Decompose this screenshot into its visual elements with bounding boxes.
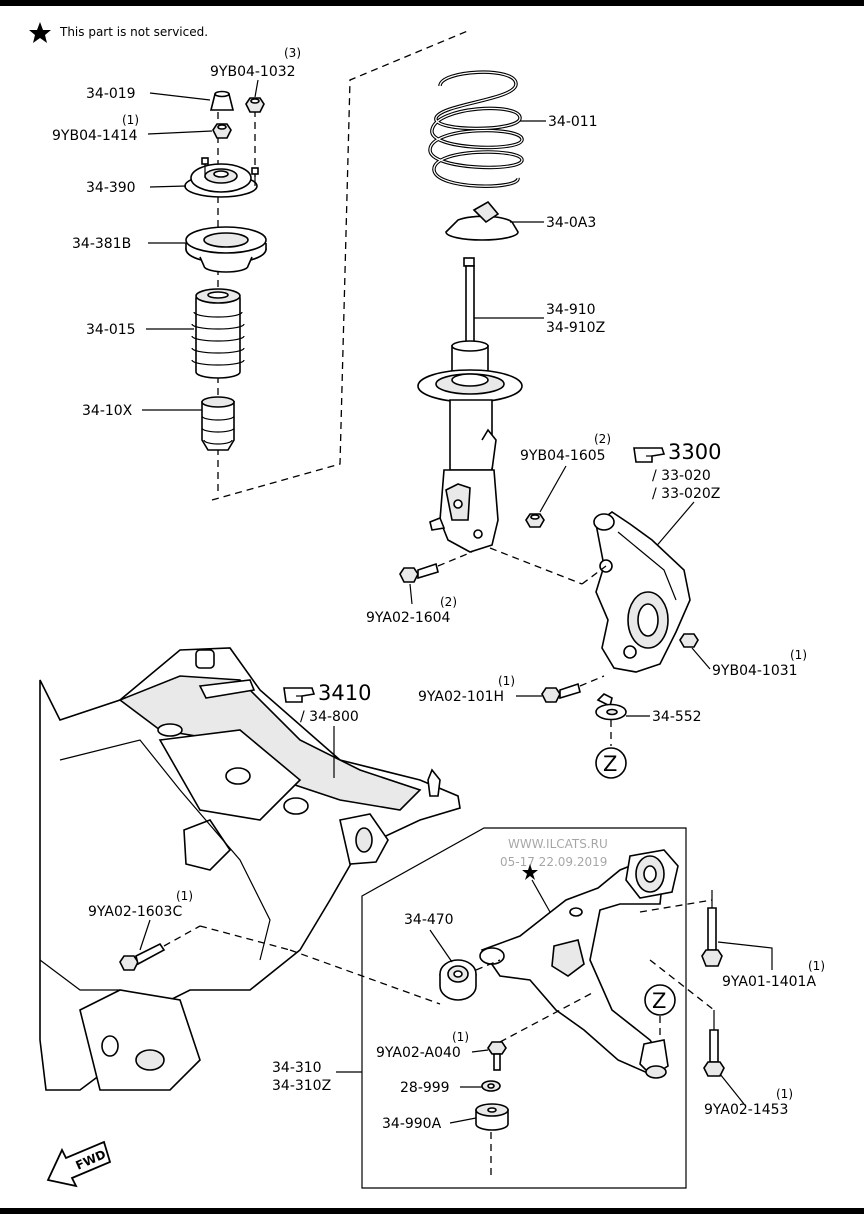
ref-3300: 3300 [668,440,721,464]
label-34-011: 34-011 [548,114,598,130]
not-serviced-star-icon-2 [522,864,538,880]
bolt-9ya02-1604 [399,562,439,583]
watermark-site: WWW.ILCATS.RU [508,837,608,851]
see-group-hand-icon-2 [283,687,316,703]
label-9yb04-1031: 9YB04-1031 [712,663,798,679]
svg-text:Z: Z [652,989,666,1013]
label-9yb04-1605: 9YB04-1605 [520,448,606,464]
qty-9yb04-1032: (3) [284,46,301,60]
label-9yb04-1414: 9YB04-1414 [52,128,138,144]
front-crossmember-34-800 [39,647,461,1091]
label-34-0a3: 34-0A3 [546,215,596,231]
z-callout-upper: Z [595,747,627,779]
label-34-381b: 34-381B [72,236,131,252]
qty-9yb04-1414: (1) [122,113,139,127]
ref-3410: 3410 [318,681,371,705]
lower-arm-34-310 [479,849,679,1079]
label-34-015: 34-015 [86,322,136,338]
strut-mount-34-390 [184,157,259,198]
bushing-34-470 [439,959,477,1001]
nut-9yb04-1031 [679,633,699,648]
label-9ya02-1604: 9YA02-1604 [366,610,451,626]
label-34-552: 34-552 [652,709,702,725]
label-34-10x: 34-10X [82,403,133,419]
cap-34-019 [209,90,235,111]
label-34-019: 34-019 [86,86,136,102]
watermark: WWW.ILCATS.RU 05-17 22.09.2019 [500,837,608,869]
label-9yb04-1032: 9YB04-1032 [210,64,296,80]
washer-28-999 [481,1080,501,1092]
bolt-9ya02-1453 [703,1010,725,1077]
bearing-34-381b [185,226,267,273]
label-28-999: 28-999 [400,1080,450,1096]
top-rule [0,0,864,6]
label-34-910: 34-910 [546,302,596,318]
see-group-hand-icon [633,447,666,463]
label-34-390: 34-390 [86,180,136,196]
steering-knuckle-33-020 [593,511,691,673]
nut-9yb04-1414 [212,123,232,139]
stopper-34-990a [475,1103,509,1131]
fwd-arrow-icon: FWD [46,1140,112,1188]
bolt-9ya02-101h [541,682,581,703]
label-34-990a: 34-990A [382,1116,442,1132]
qty-9ya02-a040: (1) [452,1030,469,1044]
bolt-9ya01-1401a [701,890,723,967]
nut-9yb04-1605 [525,513,545,528]
not-serviced-star-icon [29,22,51,43]
label-34-800: / 34-800 [300,709,359,725]
label-34-310: 34-310 [272,1060,322,1076]
dust-boot-34-015 [191,288,245,379]
qty-9yb04-1605: (2) [594,432,611,446]
lower-arm-inset-box [361,827,687,1189]
qty-9ya02-101h: (1) [498,674,515,688]
label-9ya02-1453: 9YA02-1453 [704,1102,788,1118]
svg-text:Z: Z [603,752,617,776]
strut-34-910 [417,257,523,553]
qty-9ya01-1401a: (1) [808,959,825,973]
clip-34-552 [595,693,627,721]
qty-9yb04-1031: (1) [790,648,807,662]
bolt-9ya02-1603c [119,942,166,971]
not-serviced-note: This part is not serviced. [59,25,208,39]
nut-9yb04-1032 [245,97,265,113]
bolt-9ya02-a040 [487,1041,507,1071]
label-33-020z: / 33-020Z [652,486,720,502]
bottom-rule [0,1208,864,1214]
qty-9ya02-1603c: (1) [176,889,193,903]
label-33-020: / 33-020 [652,468,711,484]
qty-9ya02-1604: (2) [440,595,457,609]
label-9ya01-1401a: 9YA01-1401A [722,974,816,990]
label-9ya02-a040: 9YA02-A040 [376,1045,461,1061]
z-callout-lower: Z [644,984,676,1016]
label-34-910z: 34-910Z [546,320,605,336]
label-34-310z: 34-310Z [272,1078,331,1094]
label-9ya02-1603c: 9YA02-1603C [88,904,182,920]
bump-stop-34-10x [201,396,235,451]
watermark-date: 05-17 22.09.2019 [500,855,607,869]
qty-9ya02-1453: (1) [776,1087,793,1101]
spring-seat-34-0a3 [445,200,519,241]
label-34-470: 34-470 [404,912,454,928]
coil-spring-34-011 [428,70,524,188]
label-9ya02-101h: 9YA02-101H [418,689,504,705]
